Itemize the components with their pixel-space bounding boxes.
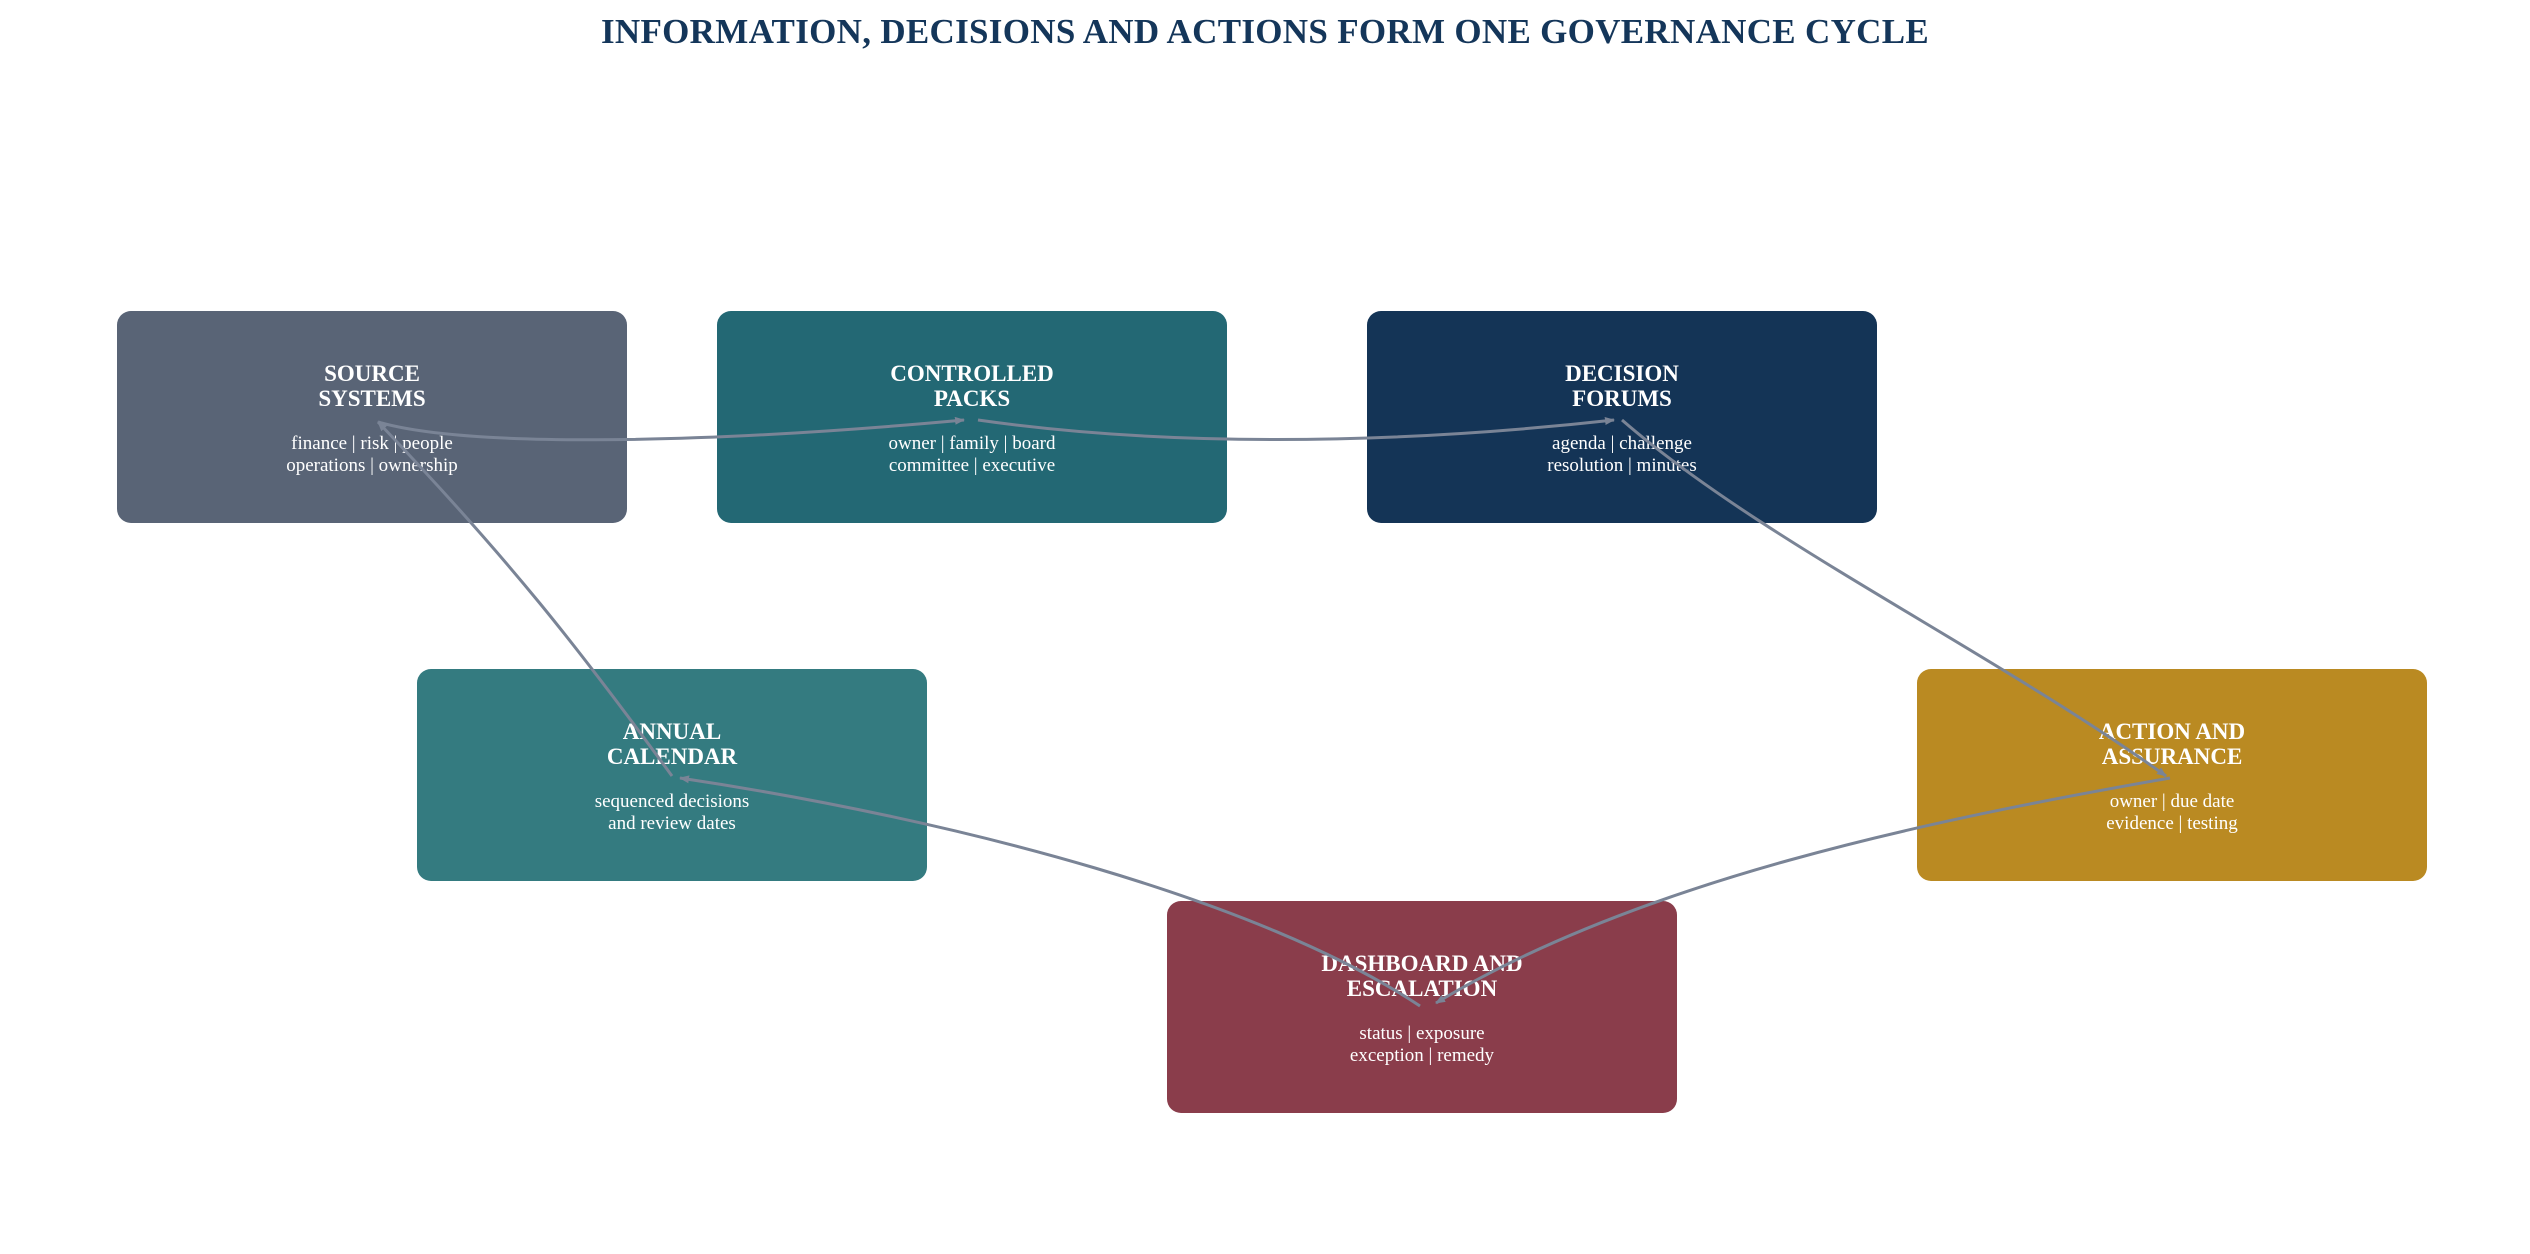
node-annual-calendar: ANNUAL CALENDAR sequenced decisions and … <box>417 669 927 881</box>
node-title: DASHBOARD AND ESCALATION <box>1321 951 1523 1001</box>
node-dashboard-escalation: DASHBOARD AND ESCALATION status | exposu… <box>1167 901 1677 1113</box>
node-title: ACTION AND ASSURANCE <box>2098 719 2246 769</box>
node-subtitle: sequenced decisions and review dates <box>594 791 750 834</box>
node-subtitle: owner | due date evidence | testing <box>2106 791 2238 834</box>
node-source-systems: SOURCE SYSTEMS finance | risk | people o… <box>117 311 627 523</box>
node-subtitle: finance | risk | people operations | own… <box>286 433 458 476</box>
node-subtitle: status | exposure exception | remedy <box>1349 1023 1495 1066</box>
node-title: ANNUAL CALENDAR <box>606 719 738 769</box>
node-subtitle: agenda | challenge resolution | minutes <box>1547 433 1697 476</box>
node-decision-forums: DECISION FORUMS agenda | challenge resol… <box>1367 311 1877 523</box>
node-title: CONTROLLED PACKS <box>890 361 1054 411</box>
node-title: SOURCE SYSTEMS <box>318 361 426 411</box>
node-subtitle: owner | family | board committee | execu… <box>888 433 1056 476</box>
node-action-assurance: ACTION AND ASSURANCE owner | due date ev… <box>1917 669 2427 881</box>
node-title: DECISION FORUMS <box>1565 361 1679 411</box>
diagram-title: INFORMATION, DECISIONS AND ACTIONS FORM … <box>600 12 1930 51</box>
node-controlled-packs: CONTROLLED PACKS owner | family | board … <box>717 311 1227 523</box>
